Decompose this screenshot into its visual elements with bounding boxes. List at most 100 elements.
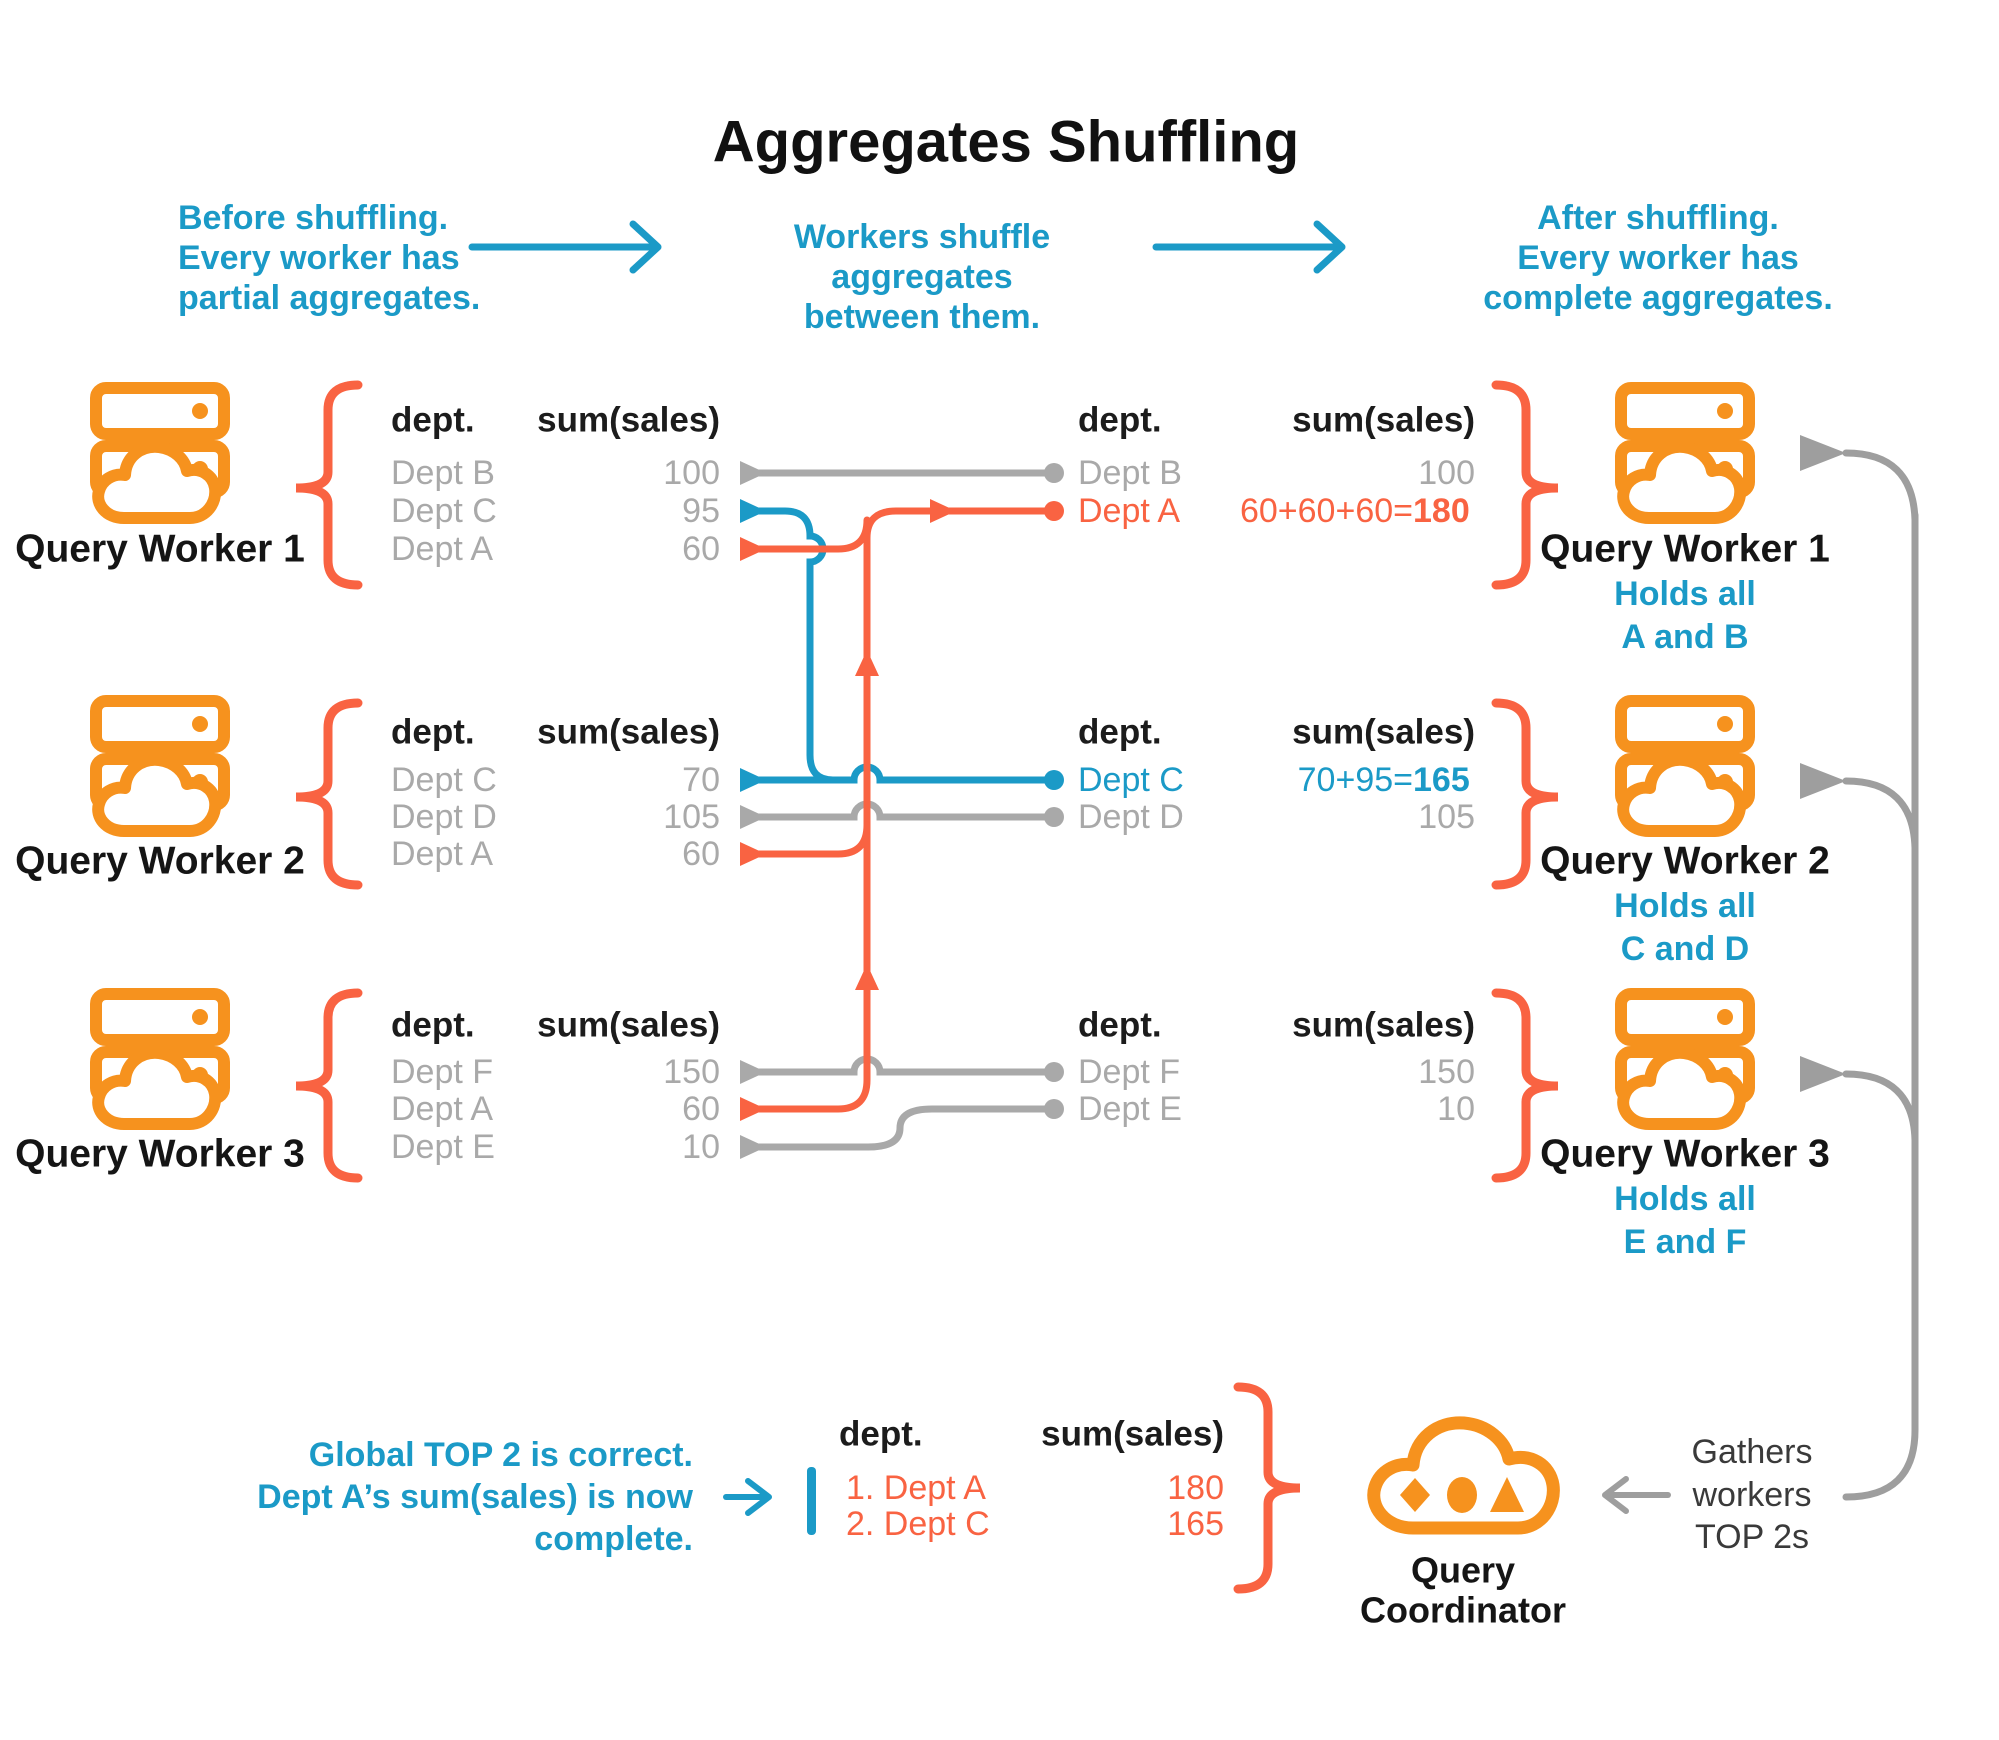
table-cell: Dept E xyxy=(1078,1090,1182,1128)
flow-during-line2: aggregates xyxy=(831,258,1012,296)
col-sum: sum(sales) xyxy=(1292,1006,1475,1045)
note-deptA-line1: Dept A’s sum(sales) is now xyxy=(257,1478,693,1516)
worker2-right-brace xyxy=(1491,698,1559,890)
connector-deptC xyxy=(751,763,1052,784)
table-cell: 150 xyxy=(1418,1053,1475,1091)
table-cell: 165 xyxy=(1167,1505,1224,1543)
note-global-top2: Global TOP 2 is correct. xyxy=(309,1436,693,1474)
flow-arrow-2 xyxy=(1152,220,1346,274)
server-cloud-icon xyxy=(96,388,224,518)
worker2-left-label: Query Worker 2 xyxy=(15,840,305,883)
endpoint-dot xyxy=(1044,501,1064,521)
table-cell: 10 xyxy=(682,1128,720,1166)
note-arrow xyxy=(723,1478,772,1516)
worker2-after-table: dept. sum(sales) Dept C 70+95= 165 Dept … xyxy=(1078,713,1475,837)
table-cell: Dept D xyxy=(1078,798,1184,836)
table-cell: 60+60+60= xyxy=(1240,492,1413,530)
table-cell: 100 xyxy=(1418,454,1475,492)
worker1-left-label: Query Worker 1 xyxy=(15,528,305,571)
page-title: Aggregates Shuffling xyxy=(713,110,1299,175)
flow-before-line1: Before shuffling. xyxy=(178,199,448,237)
table-cell: Dept B xyxy=(1078,454,1182,492)
col-dept: dept. xyxy=(391,401,475,440)
arrow-right-icon xyxy=(740,1135,766,1159)
gathers-line2: workers xyxy=(1691,1476,1811,1514)
arrow-right-icon xyxy=(740,842,766,866)
arrow-right-icon xyxy=(740,1060,766,1084)
connector-deptD xyxy=(751,800,1052,821)
table-cell: 105 xyxy=(1418,798,1475,836)
table-cell: 150 xyxy=(663,1053,720,1091)
connector-deptA-trunk xyxy=(751,507,1052,1113)
server-cloud-icon xyxy=(1621,701,1749,831)
arrow-right-icon xyxy=(740,805,766,829)
col-dept: dept. xyxy=(391,1006,475,1045)
worker1-left-brace xyxy=(295,380,363,590)
worker3-right-label: Query Worker 3 xyxy=(1540,1133,1830,1176)
table-cell: Dept E xyxy=(391,1128,495,1166)
connector-deptA-w2 xyxy=(751,821,871,858)
col-sum: sum(sales) xyxy=(1292,713,1475,752)
arrow-right-icon xyxy=(1800,763,1846,799)
coordinator-label-line1: Query xyxy=(1411,1550,1515,1591)
flow-during-line1: Workers shuffle xyxy=(794,218,1050,256)
coordinator-label-line2: Coordinator xyxy=(1360,1590,1566,1631)
coordinator-table: dept. sum(sales) 1. Dept A 180 2. Dept C… xyxy=(839,1415,1224,1544)
table-cell: 180 xyxy=(1413,492,1470,530)
worker2-right-label: Query Worker 2 xyxy=(1540,840,1830,883)
worker1-after-table: dept. sum(sales) Dept B 100 Dept A 60+60… xyxy=(1078,401,1475,531)
table-cell: Dept D xyxy=(391,798,497,836)
server-cloud-icon xyxy=(1621,994,1749,1124)
flow-during-caption: Workers shuffle aggregates between them. xyxy=(794,218,1050,336)
endpoint-dot xyxy=(1044,770,1064,790)
connector-deptA-w1 xyxy=(751,516,871,553)
connector-arrowheads xyxy=(740,461,1064,1159)
table-cell: 60 xyxy=(682,835,720,873)
flow-arrow-1 xyxy=(468,220,662,274)
arrow-up-icon xyxy=(855,964,879,990)
worker3-holds-line1: Holds all xyxy=(1614,1180,1756,1218)
flow-before-line2: Every worker has xyxy=(178,239,460,277)
col-sum: sum(sales) xyxy=(1292,401,1475,440)
arrow-right-icon xyxy=(1800,1056,1846,1092)
worker2-before-table: dept. sum(sales) Dept C 70 Dept D 105 De… xyxy=(391,713,720,874)
coordinator-cloud-icon xyxy=(1374,1423,1554,1528)
table-cell: Dept C xyxy=(391,492,497,530)
table-cell: 95 xyxy=(682,492,720,530)
table-cell: Dept A xyxy=(391,1090,493,1128)
worker2-left-brace xyxy=(295,698,363,890)
shuffle-connectors xyxy=(751,469,1052,1151)
table-cell: Dept A xyxy=(391,835,493,873)
arrow-right-icon xyxy=(740,499,766,523)
table-cell: Dept B xyxy=(391,454,495,492)
arrow-right-icon xyxy=(740,1097,766,1121)
collector-worker2 xyxy=(1842,777,1919,852)
table-cell: Dept F xyxy=(1078,1053,1180,1091)
server-cloud-icon xyxy=(96,994,224,1124)
table-cell: 105 xyxy=(663,798,720,836)
table-cell: 70+95= xyxy=(1298,761,1413,799)
endpoint-dot xyxy=(1044,807,1064,827)
server-cloud-icon xyxy=(96,701,224,831)
worker1-right-label: Query Worker 1 xyxy=(1540,528,1830,571)
worker3-left-brace xyxy=(295,988,363,1183)
arrow-right-icon xyxy=(740,461,766,485)
collector-worker3 xyxy=(1842,1070,1919,1144)
worker1-right-brace xyxy=(1491,380,1559,590)
gathers-line3: TOP 2s xyxy=(1695,1518,1809,1556)
table-cell: 10 xyxy=(1437,1090,1475,1128)
table-cell: Dept A xyxy=(391,530,493,568)
worker3-right-brace xyxy=(1491,988,1559,1183)
col-sum: sum(sales) xyxy=(537,1006,720,1045)
table-cell: 100 xyxy=(663,454,720,492)
flow-after-line3: complete aggregates. xyxy=(1483,279,1833,317)
table-cell: 70 xyxy=(682,761,720,799)
endpoint-dot xyxy=(1044,1099,1064,1119)
arrow-right-icon xyxy=(1800,435,1846,471)
coordinator-brace xyxy=(1233,1382,1301,1594)
table-cell: 165 xyxy=(1413,761,1470,799)
endpoint-dot xyxy=(1044,463,1064,483)
worker1-holds-line1: Holds all xyxy=(1614,575,1756,613)
table-cell: Dept A xyxy=(1078,492,1180,530)
